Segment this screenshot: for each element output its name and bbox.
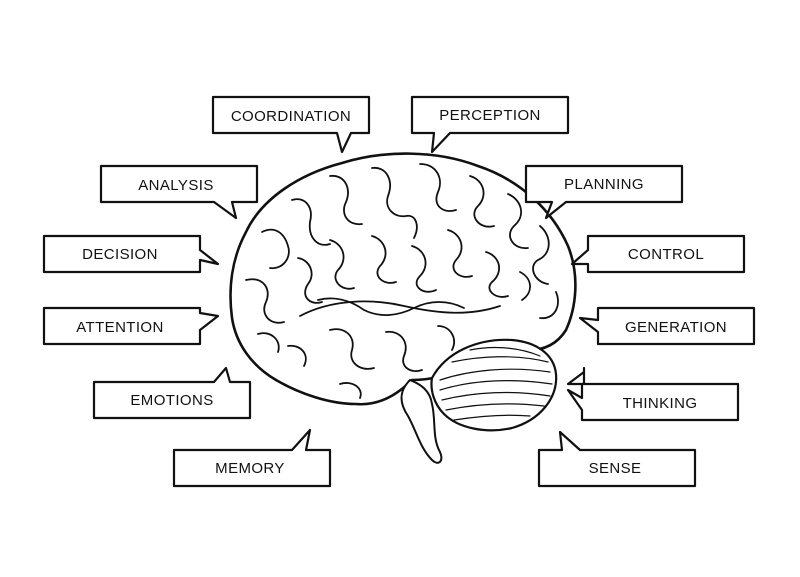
label-control: CONTROL (628, 246, 704, 263)
lateral-sulcus (299, 300, 501, 317)
callout-control: CONTROL (570, 234, 746, 274)
label-thinking: THINKING (623, 395, 698, 412)
label-decision: DECISION (82, 246, 158, 263)
label-planning: PLANNING (564, 176, 644, 193)
brainstem (400, 378, 443, 464)
label-analysis: ANALYSIS (138, 177, 213, 194)
callout-sense: SENSE (537, 430, 697, 488)
cerebellum (430, 338, 558, 432)
label-attention: ATTENTION (76, 319, 163, 336)
callout-decision: DECISION (42, 234, 220, 274)
label-sense: SENSE (589, 460, 642, 477)
label-coordination: COORDINATION (231, 108, 351, 125)
callout-generation: GENERATION (578, 306, 756, 346)
callout-perception: PERCEPTION (410, 95, 570, 154)
label-generation: GENERATION (625, 319, 727, 336)
label-memory: MEMORY (215, 460, 285, 477)
callout-coordination: COORDINATION (211, 95, 371, 154)
callout-thinking: THINKING (566, 366, 740, 422)
label-emotions: EMOTIONS (130, 392, 213, 409)
label-perception: PERCEPTION (439, 107, 541, 124)
callout-emotions: EMOTIONS (92, 366, 252, 420)
callout-memory: MEMORY (172, 428, 332, 488)
callout-analysis: ANALYSIS (99, 164, 259, 220)
callout-attention: ATTENTION (42, 306, 220, 346)
callout-planning: PLANNING (524, 164, 684, 220)
brain-illustration (229, 152, 577, 464)
gyri-pattern (245, 163, 559, 399)
